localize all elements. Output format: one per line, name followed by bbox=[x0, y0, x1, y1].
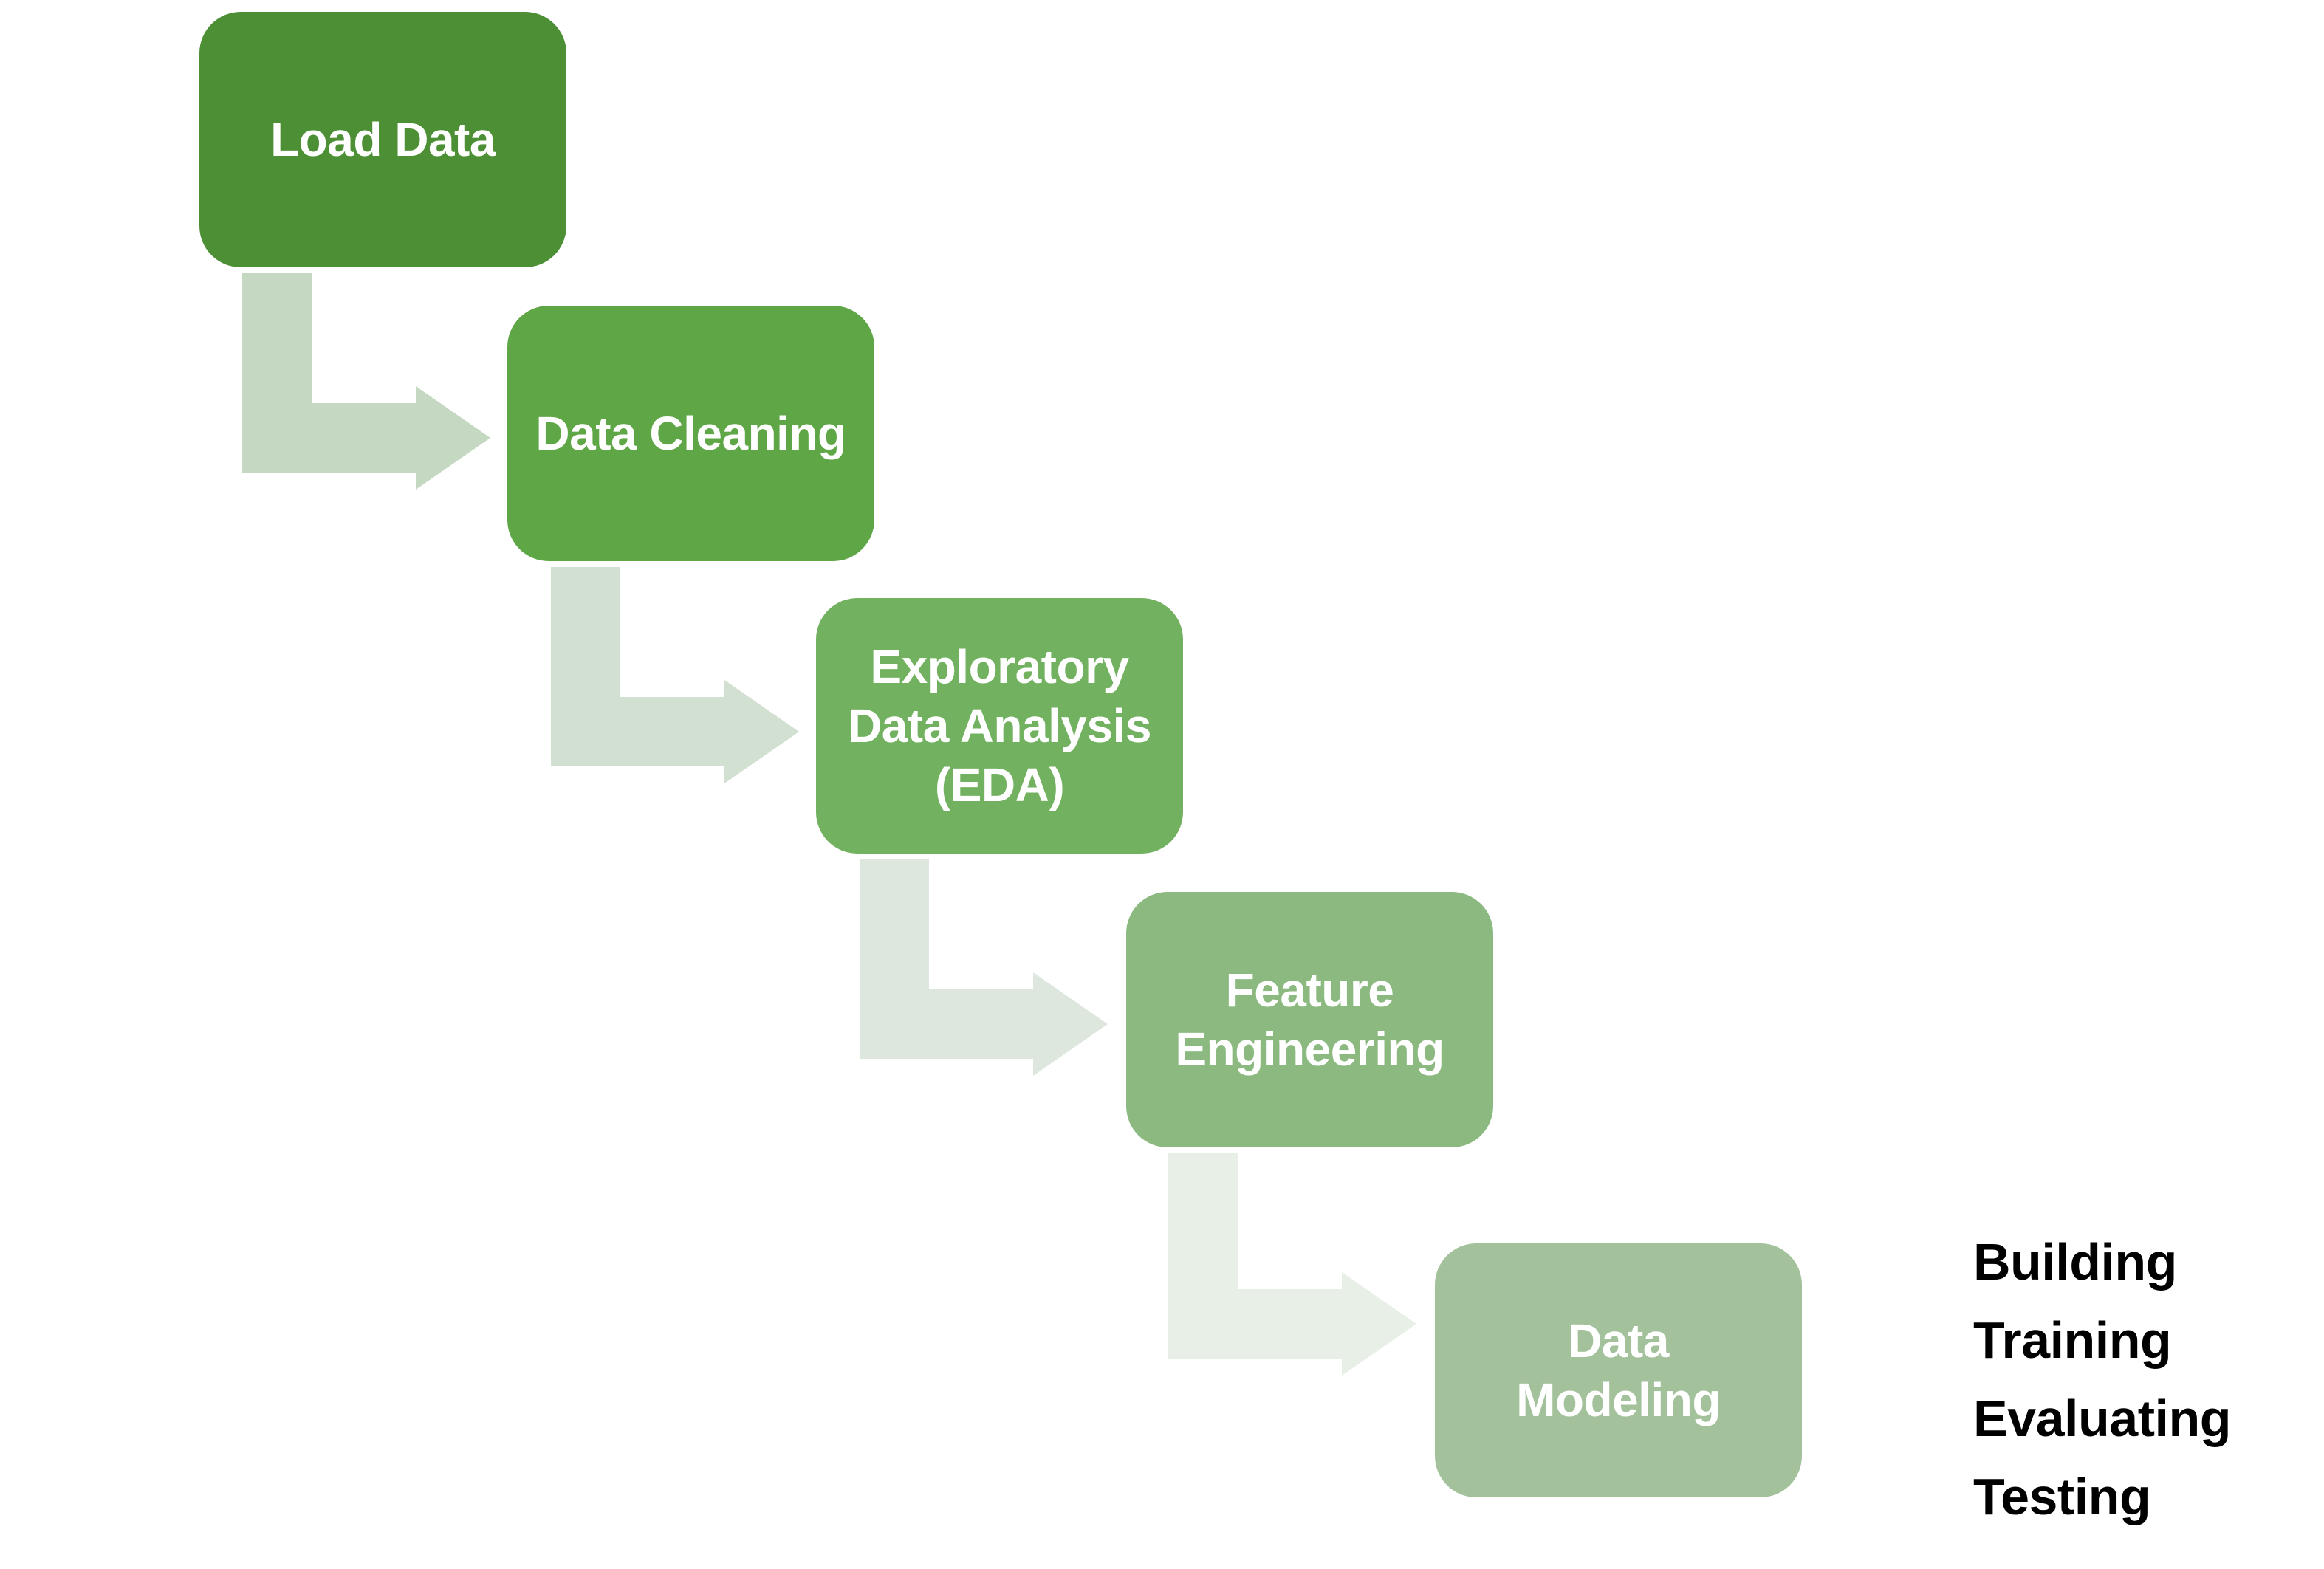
step-load-data: Load Data bbox=[199, 12, 566, 267]
bent-arrow-eda-to-feature-engineering bbox=[860, 859, 1108, 1076]
step-feature-engineering: Feature Engineering bbox=[1126, 892, 1493, 1147]
step-exploratory-data-analysis: Exploratory Data Analysis (EDA) bbox=[816, 598, 1183, 854]
substep-evaluating: Evaluating bbox=[1973, 1390, 2231, 1447]
substep-testing: Testing bbox=[1973, 1468, 2151, 1525]
bent-arrow-cleaning-to-eda bbox=[551, 567, 799, 783]
step-label: Data Modeling bbox=[1516, 1314, 1721, 1426]
bent-arrow-load-to-cleaning bbox=[242, 273, 490, 490]
step-data-modeling: Data Modeling bbox=[1435, 1243, 1802, 1497]
substep-training: Training bbox=[1973, 1311, 2172, 1369]
step-label: Feature Engineering bbox=[1175, 964, 1444, 1076]
bent-arrow-feature-engineering-to-modeling bbox=[1168, 1153, 1416, 1376]
step-data-cleaning: Data Cleaning bbox=[507, 306, 874, 561]
step-label: Data Cleaning bbox=[535, 407, 846, 460]
modeling-substeps-list: Building Training Evaluating Testing bbox=[1973, 1223, 2231, 1536]
substep-building: Building bbox=[1973, 1233, 2177, 1291]
step-label: Exploratory Data Analysis (EDA) bbox=[848, 640, 1151, 811]
step-label: Load Data bbox=[270, 113, 496, 166]
